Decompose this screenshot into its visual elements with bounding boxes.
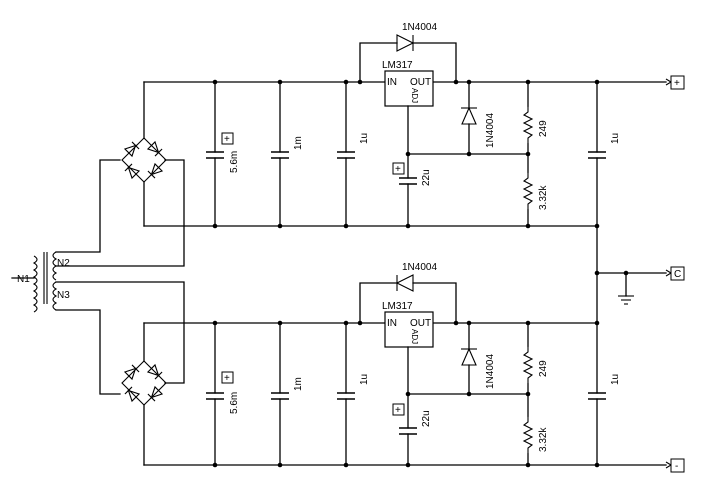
- top-input-cap-label: 1u: [359, 133, 370, 144]
- bottom-output-cap-label: 1u: [610, 374, 621, 385]
- common-ground: [594, 225, 667, 324]
- bottom-input-cap-label: 1u: [359, 374, 370, 385]
- top-reservoir-cap-label: 5.6m: [229, 151, 240, 173]
- top-resistor-249-label: 249: [538, 120, 549, 137]
- bottom-bridge-rectifier: [121, 360, 167, 406]
- transformer-primary-label: N1: [17, 274, 30, 285]
- bottom-adj-cap-polarity: +: [395, 405, 401, 416]
- top-lm317-in: IN: [387, 77, 397, 88]
- top-output-cap-label: 1u: [610, 133, 621, 144]
- transformer-secondary-top-label: N2: [57, 258, 70, 269]
- bottom-bulk-cap-label: 1m: [293, 377, 304, 391]
- output-terminal-negative[interactable]: -: [665, 458, 685, 473]
- output-terminal-positive[interactable]: +: [665, 75, 685, 90]
- bottom-resistor-249-label: 249: [538, 360, 549, 377]
- bottom-lm317-name: LM317: [382, 301, 413, 312]
- top-bulk-cap-label: 1m: [293, 136, 304, 150]
- top-lm317-out: OUT: [410, 77, 431, 88]
- top-lm317-name: LM317: [382, 60, 413, 71]
- ground-icon: [618, 295, 634, 305]
- bottom-lm317-out: OUT: [410, 318, 431, 329]
- transformer-secondary-bottom-label: N3: [57, 290, 70, 301]
- bottom-lm317-in: IN: [387, 318, 397, 329]
- top-bridge-rectifier: [121, 137, 167, 183]
- top-lm317-regulator: [384, 70, 434, 107]
- bottom-adj-cap-label: 22u: [421, 410, 432, 427]
- bottom-reservoir-cap-label: 5.6m: [229, 392, 240, 414]
- terminal-common-label: C: [674, 269, 681, 280]
- top-reservoir-polarity: +: [224, 134, 230, 145]
- bottom-reverse-diode-label: 1N4004: [485, 354, 496, 389]
- top-adj-cap-polarity: +: [395, 164, 401, 175]
- bottom-bypass-diode-label: 1N4004: [402, 262, 437, 273]
- top-regulator-section: + 5.6m 1m 1u 1N4004 LM317 IN OUT ADJ: [121, 22, 667, 229]
- bottom-resistor-332k-label: 3.32k: [538, 427, 549, 452]
- top-bypass-diode-label: 1N4004: [402, 22, 437, 33]
- terminal-negative-label: -: [675, 461, 678, 472]
- bottom-reservoir-polarity: +: [224, 373, 230, 384]
- top-lm317-adj: ADJ: [410, 88, 419, 103]
- bottom-lm317-regulator: [384, 311, 434, 348]
- top-resistor-332k-label: 3.32k: [538, 185, 549, 210]
- bottom-regulator-section: + 5.6m 1m 1u 1N4004 LM317 IN OUT ADJ: [121, 262, 667, 468]
- top-reverse-diode-label: 1N4004: [485, 113, 496, 148]
- top-adj-cap-label: 22u: [421, 169, 432, 186]
- output-terminal-common[interactable]: C: [665, 266, 685, 281]
- terminal-positive-label: +: [674, 78, 680, 89]
- bottom-lm317-adj: ADJ: [410, 329, 419, 344]
